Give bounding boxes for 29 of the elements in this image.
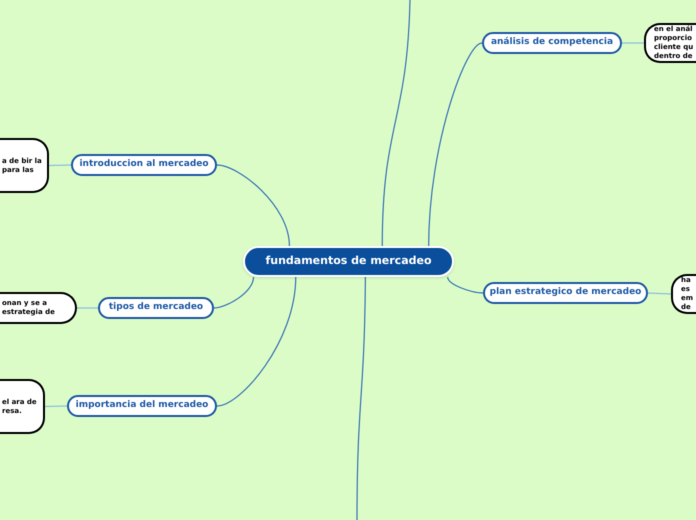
node-text: importancia del mercadeo bbox=[76, 399, 208, 412]
node-text: tipos de mercadeo bbox=[108, 301, 204, 314]
central-topic bbox=[243, 246, 454, 277]
topic-node bbox=[482, 32, 622, 54]
node-text: introduccion al mercadeo bbox=[79, 158, 209, 172]
node-text: análisis de competencia bbox=[490, 36, 614, 50]
topic-node bbox=[98, 297, 214, 319]
connector-line bbox=[356, 277, 366, 520]
note-bubble bbox=[0, 138, 49, 193]
node-text: fundamentos de mercadeo bbox=[265, 253, 432, 270]
connector-line bbox=[216, 276, 296, 407]
connector-line bbox=[44, 405, 68, 408]
topic-node bbox=[67, 395, 217, 417]
connector-line bbox=[648, 292, 672, 295]
node-text: plan estrategico de mercadeo bbox=[490, 286, 642, 300]
note-bubble bbox=[0, 379, 45, 434]
connector-line bbox=[216, 164, 290, 246]
connector-line bbox=[447, 276, 484, 294]
note-bubble bbox=[644, 23, 696, 63]
connector-line bbox=[48, 164, 72, 166]
note-bubble bbox=[0, 292, 77, 324]
note-bubble bbox=[671, 274, 696, 314]
topic-node bbox=[483, 282, 648, 304]
connector-line bbox=[428, 42, 482, 246]
connector-line bbox=[77, 307, 98, 309]
connector-line bbox=[214, 276, 254, 309]
topic-node bbox=[71, 154, 217, 176]
connector-line bbox=[622, 42, 644, 44]
connector-line bbox=[382, 0, 411, 246]
